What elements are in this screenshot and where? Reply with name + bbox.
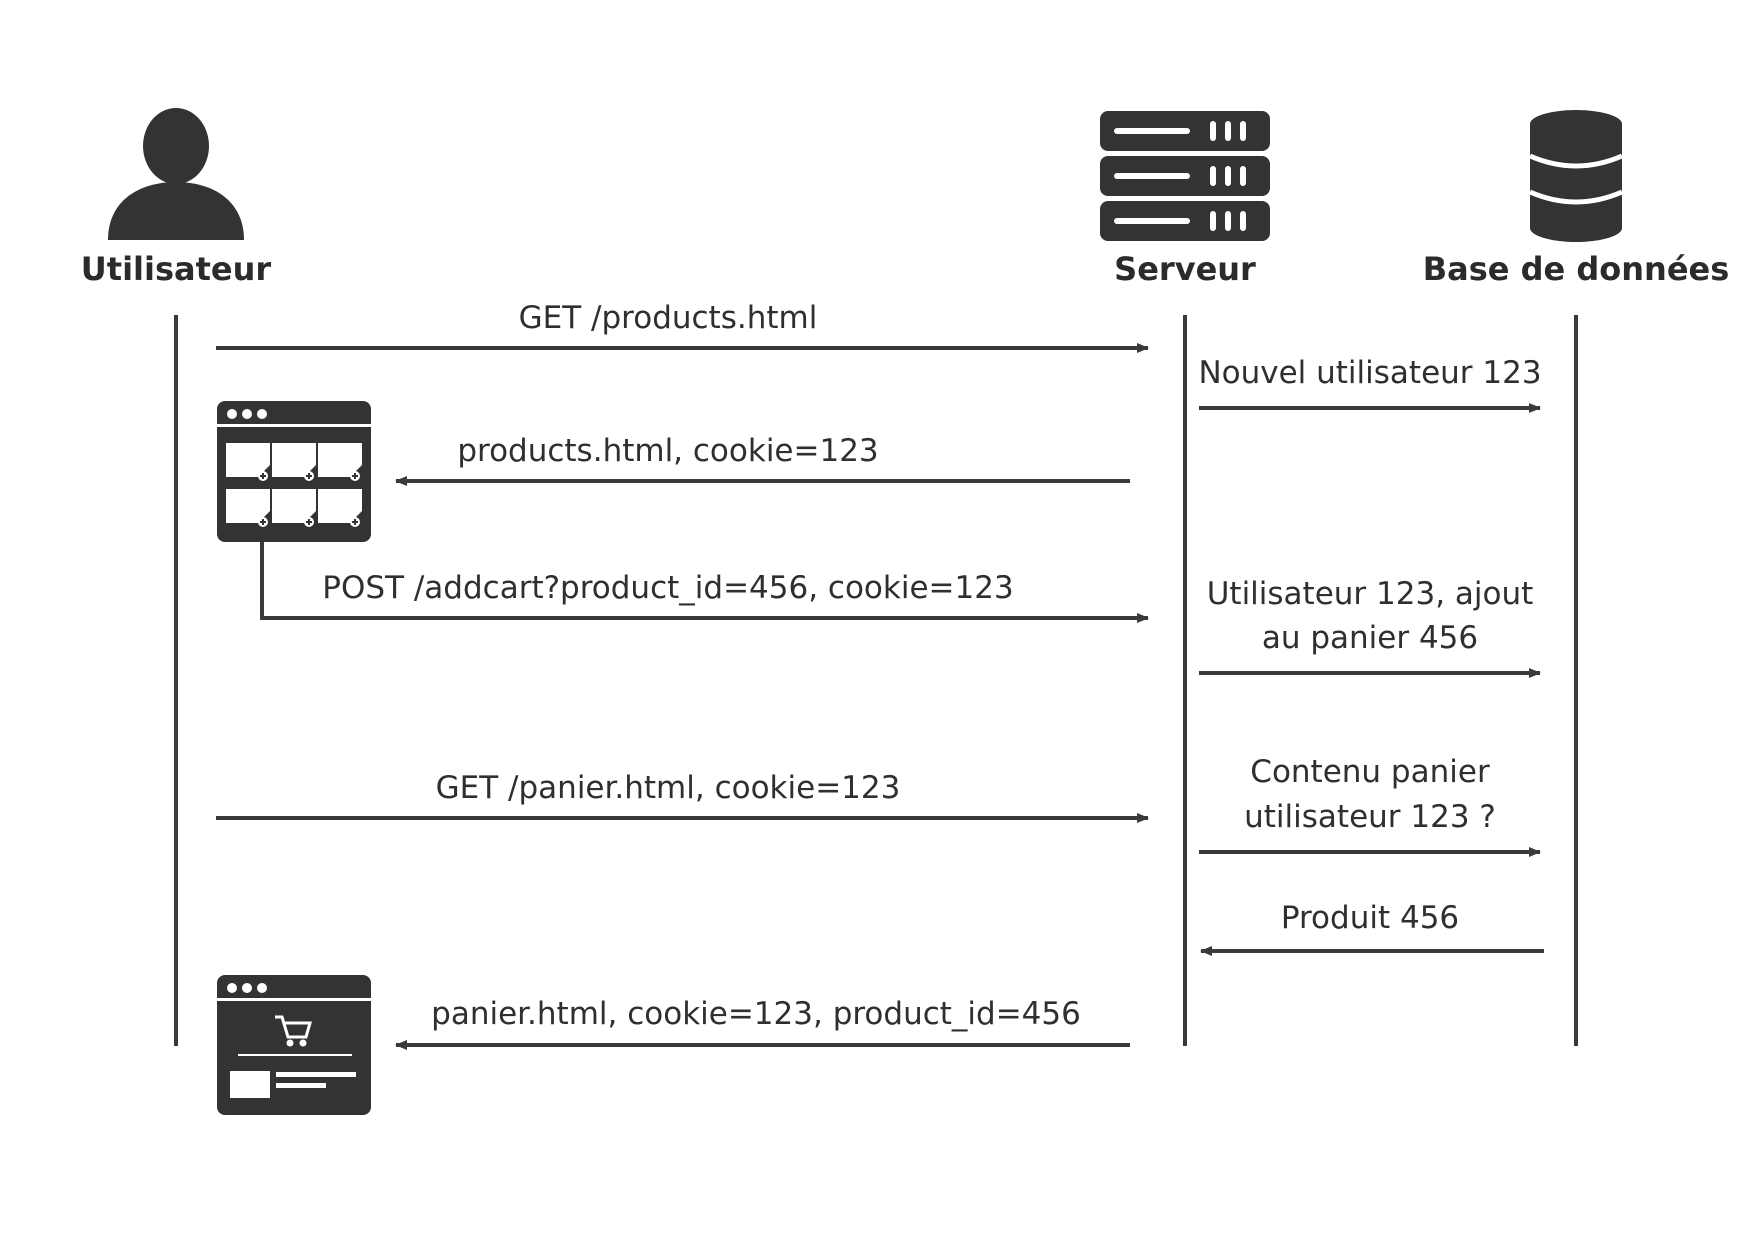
- message-products-response: products.html, cookie=123: [457, 433, 878, 469]
- cart-icon: [275, 1015, 312, 1039]
- message-cart-contents-line2: utilisateur 123 ?: [1244, 799, 1496, 835]
- user-icon: [108, 108, 244, 240]
- actor-label-database: Base de données: [1423, 250, 1730, 288]
- database-icon: [1529, 110, 1623, 242]
- message-new-user: Nouvel utilisateur 123: [1198, 355, 1541, 391]
- message-add-to-cart-line1: Utilisateur 123, ajout: [1207, 576, 1534, 612]
- server-rack-icon: [1100, 111, 1270, 241]
- actor-label-server: Serveur: [1114, 250, 1256, 288]
- browser-product-grid-icon: [217, 401, 371, 542]
- arrow-post-addcart: [260, 542, 1149, 623]
- message-post-addcart: POST /addcart?product_id=456, cookie=123: [322, 570, 1013, 606]
- message-panier-response: panier.html, cookie=123, product_id=456: [431, 996, 1081, 1032]
- message-get-panier: GET /panier.html, cookie=123: [436, 770, 901, 806]
- message-product-456: Produit 456: [1281, 900, 1459, 936]
- message-cart-contents-line1: Contenu panier: [1250, 754, 1490, 790]
- message-add-to-cart-line2: au panier 456: [1262, 620, 1478, 656]
- message-get-products: GET /products.html: [519, 300, 818, 336]
- browser-cart-icon: [217, 975, 371, 1115]
- actor-label-user: Utilisateur: [81, 250, 272, 288]
